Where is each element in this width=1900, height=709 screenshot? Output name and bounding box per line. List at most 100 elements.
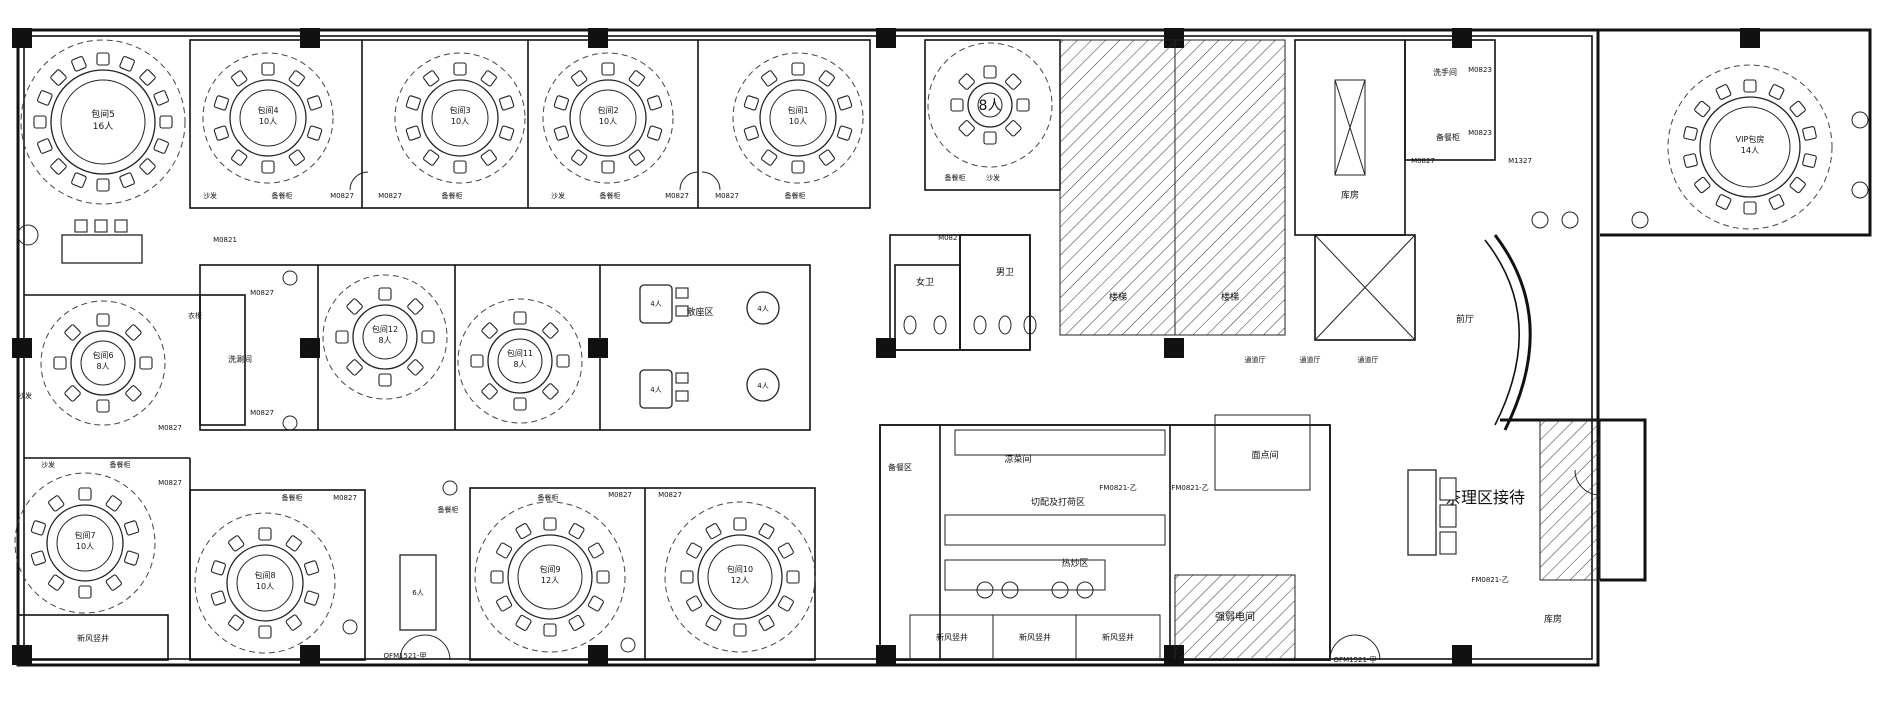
room-12-clearance-circle bbox=[322, 274, 448, 400]
room-7-chair bbox=[105, 495, 122, 512]
room-11-clearance-circle bbox=[457, 298, 583, 424]
room-5-chair bbox=[96, 52, 110, 66]
room-7-clearance-circle bbox=[14, 472, 156, 614]
room-11-chair bbox=[542, 383, 559, 400]
room-6-chair bbox=[53, 356, 67, 370]
room-8-name: 包间8 bbox=[254, 570, 275, 580]
door-tag-4: M0827 bbox=[715, 192, 739, 200]
hot-wok-label: 热炒区 bbox=[1061, 557, 1088, 569]
room-5-chair bbox=[71, 172, 87, 188]
closet-label: 衣柜 bbox=[188, 311, 202, 320]
room-7-table-group bbox=[14, 472, 156, 614]
room-1-lazy-susan bbox=[769, 89, 827, 147]
furniture-labels: 沙发 备餐柜 备餐柜 沙发 备餐柜 备餐柜 备餐柜 沙发 沙发 备餐柜 沙发 备… bbox=[18, 173, 1000, 514]
door-tag-18: OFM1521-甲 bbox=[384, 652, 427, 660]
room-7-chair bbox=[124, 550, 140, 566]
seating-four-left-2: 4人 bbox=[650, 386, 661, 394]
door-tag-5: M0827 bbox=[250, 289, 274, 297]
room-9-name: 包间9 bbox=[539, 564, 560, 574]
walk-label-2: 通道厅 bbox=[1300, 355, 1321, 364]
seating-area: 4人 4人 4人 4人 散座区 6人 bbox=[399, 284, 780, 631]
room-10-chair bbox=[686, 595, 703, 612]
sofa-label-5: 沙发 bbox=[18, 391, 32, 400]
room-4-lazy-susan bbox=[239, 89, 297, 147]
room-4-chair bbox=[288, 70, 305, 87]
room-3-chair bbox=[499, 95, 515, 111]
sideboard-label-6: 备餐柜 bbox=[110, 460, 131, 469]
room-5-chair bbox=[159, 115, 173, 129]
dish-area-label: 备餐区 bbox=[888, 462, 912, 472]
door-tag-7: M0827 bbox=[158, 424, 182, 432]
room-5-table-group bbox=[20, 39, 186, 205]
fresh-air-shaft-2: 新风竖井 bbox=[1019, 632, 1051, 642]
room-1-clearance-circle bbox=[732, 52, 864, 184]
vip-room-chair bbox=[1768, 194, 1785, 210]
room-9-round-table bbox=[507, 534, 593, 620]
room-10-chair bbox=[758, 614, 775, 631]
misc-rooms: 洗涮间 衣柜 新风竖井 bbox=[61, 219, 252, 643]
room-9-chair bbox=[496, 595, 513, 612]
sofa-label-3: 沙发 bbox=[986, 173, 1000, 182]
room-8p-chair bbox=[1005, 73, 1022, 90]
room-7-chair bbox=[30, 520, 46, 536]
room-10-clearance-circle bbox=[664, 501, 816, 653]
vip-room-chair bbox=[1802, 126, 1817, 141]
room-2-capacity: 10人 bbox=[599, 117, 617, 126]
decorative-plants bbox=[17, 111, 1869, 653]
room-labels: 包间5 16人 包间4 10人 包间3 10人 包间2 10人 包间1 10人 … bbox=[74, 98, 1764, 591]
sofa-label-2: 沙发 bbox=[551, 191, 565, 200]
room-4-chair bbox=[213, 95, 229, 111]
room-11-table-group bbox=[457, 298, 583, 424]
room-1-table-group bbox=[732, 52, 864, 184]
seating-area-label: 散座区 bbox=[686, 306, 713, 318]
room-11-round-table bbox=[487, 328, 553, 394]
vip-room-name: VIP包房 bbox=[1736, 134, 1765, 144]
room-2-chair bbox=[647, 125, 663, 141]
sideboard-label-7: 备餐柜 bbox=[282, 493, 303, 502]
room-5-chair bbox=[139, 69, 156, 86]
room-8-chair bbox=[258, 625, 272, 639]
room-5-chair bbox=[96, 178, 110, 192]
room-9-chair bbox=[587, 542, 604, 559]
room-5-chair bbox=[50, 69, 67, 86]
room-5-chair bbox=[153, 138, 169, 154]
kitchen: 凉菜间 面点间 切配及打荷区 热炒区 备餐区 新风竖井 新风竖井 新风竖井 bbox=[879, 414, 1331, 661]
restrooms: 女卫 男卫 洗手间 备餐柜 bbox=[894, 67, 1460, 351]
room-8p-table-group bbox=[927, 42, 1053, 168]
stair-zone-2 bbox=[1174, 39, 1286, 336]
room-9-chair bbox=[515, 523, 532, 540]
room-4-round-table bbox=[229, 79, 307, 157]
room-4-clearance-circle bbox=[202, 52, 334, 184]
room-12-chair bbox=[407, 359, 424, 376]
vip-room-capacity: 14人 bbox=[1741, 146, 1759, 155]
room-6-clearance-circle bbox=[40, 300, 166, 426]
sideboard-label-1: 备餐柜 bbox=[272, 191, 293, 200]
room-12-chair bbox=[378, 373, 392, 387]
vip-room-table-group bbox=[1667, 64, 1833, 230]
sideboard-toilet: 备餐柜 bbox=[1436, 132, 1460, 142]
room-10-chair bbox=[686, 542, 703, 559]
door-tag-16: FM0821-乙 bbox=[1171, 484, 1208, 492]
room-3-chair bbox=[453, 62, 467, 76]
six-seat-label: 6人 bbox=[412, 589, 423, 597]
door-tag-19: OFM1521-甲 bbox=[1334, 656, 1377, 664]
room-5-chair bbox=[139, 158, 156, 175]
room-11-chair bbox=[481, 383, 498, 400]
sideboard-label-4: 备餐柜 bbox=[785, 191, 806, 200]
room-7-chair bbox=[105, 574, 122, 591]
room-12-chair bbox=[421, 330, 435, 344]
room-8-capacity: 10人 bbox=[256, 582, 274, 591]
room-9-capacity: 12人 bbox=[541, 576, 559, 585]
room-6-chair bbox=[96, 313, 110, 327]
room-4-chair bbox=[231, 149, 248, 166]
room-5-name: 包间5 bbox=[91, 108, 115, 120]
room-8p-chair bbox=[1005, 120, 1022, 137]
vip-room-chair bbox=[1789, 176, 1806, 194]
room-11-chair bbox=[542, 322, 559, 339]
room-8-chair bbox=[304, 560, 320, 576]
room-8-chair bbox=[304, 590, 320, 606]
vip-room-chair bbox=[1683, 153, 1698, 168]
room-2-name: 包间2 bbox=[597, 105, 618, 115]
room-4-table-group bbox=[202, 52, 334, 184]
room-12-chair bbox=[335, 330, 349, 344]
